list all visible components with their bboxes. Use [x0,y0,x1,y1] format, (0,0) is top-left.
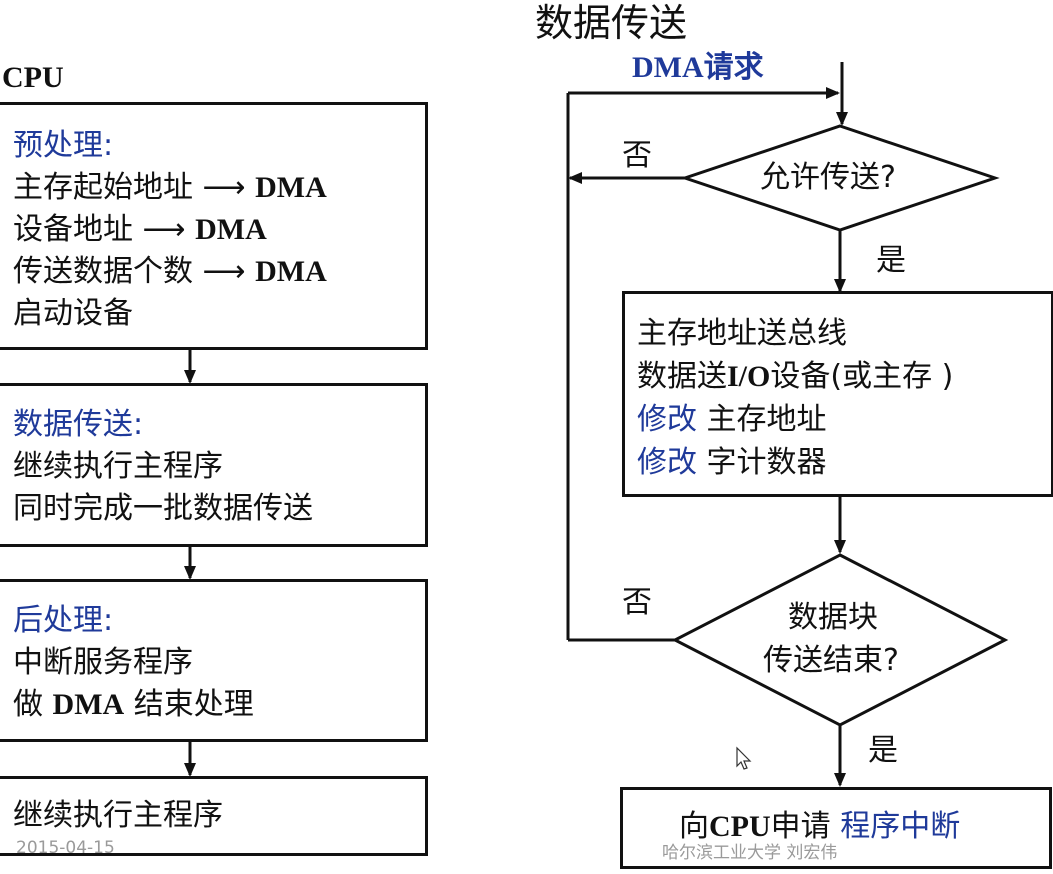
process-line-2: 数据送I/O设备(或主存 ) [637,359,954,394]
yes-label-1: 是 [876,243,906,278]
diamond-end-text-1: 数据块 [788,600,878,635]
diamond-end-text-2: 传送结束? [763,643,899,678]
interrupt-text: 向CPU申请 程序中断 [679,809,961,844]
postprocess-line-1: 中断服务程序 [13,645,193,680]
watermark-author: 哈尔滨工业大学 刘宏伟 [662,843,838,863]
watermark-date: 2015-04-15 [16,838,115,858]
process-line-4: 修改 字计数器 [637,445,827,480]
preprocess-heading: 预处理: [13,128,114,163]
postprocess-heading: 后处理: [13,603,114,638]
transfer-box: 数据传送: 继续执行主程序 同时完成一批数据传送 [0,383,428,547]
cpu-label: CPU [2,61,64,94]
transfer-line-2: 同时完成一批数据传送 [13,491,313,526]
yes-label-2: 是 [868,733,898,768]
process-line-1: 主存地址送总线 [637,316,847,351]
dma-request-label: DMA请求 [632,51,764,84]
preprocess-box: 预处理: 主存起始地址 ⟶ DMA 设备地址 ⟶ DMA 传送数据个数 ⟶ DM… [0,102,428,350]
preprocess-line-2: 设备地址 ⟶ DMA [13,212,267,247]
process-line-3: 修改 主存地址 [637,402,827,437]
preprocess-line-3: 传送数据个数 ⟶ DMA [13,254,327,289]
flow-title: 数据传送 [535,1,688,45]
postprocess-line-2: 做 DMA 结束处理 [13,687,254,722]
continue-text: 继续执行主程序 [13,798,223,833]
interrupt-box: 向CPU申请 程序中断 [620,787,1052,869]
continue-box: 继续执行主程序 [0,776,428,856]
preprocess-line-1: 主存起始地址 ⟶ DMA [13,170,327,205]
no-label-2: 否 [622,585,652,620]
transfer-line-1: 继续执行主程序 [13,449,223,484]
preprocess-line-4: 启动设备 [13,296,133,331]
process-box: 主存地址送总线 数据送I/O设备(或主存 ) 修改 主存地址 修改 字计数器 [622,291,1053,497]
diamond-end [671,553,1009,727]
transfer-heading: 数据传送: [13,407,144,442]
diamond-allow-text: 允许传送? [760,160,896,195]
postprocess-box: 后处理: 中断服务程序 做 DMA 结束处理 [0,579,428,742]
no-label-1: 否 [622,138,652,173]
